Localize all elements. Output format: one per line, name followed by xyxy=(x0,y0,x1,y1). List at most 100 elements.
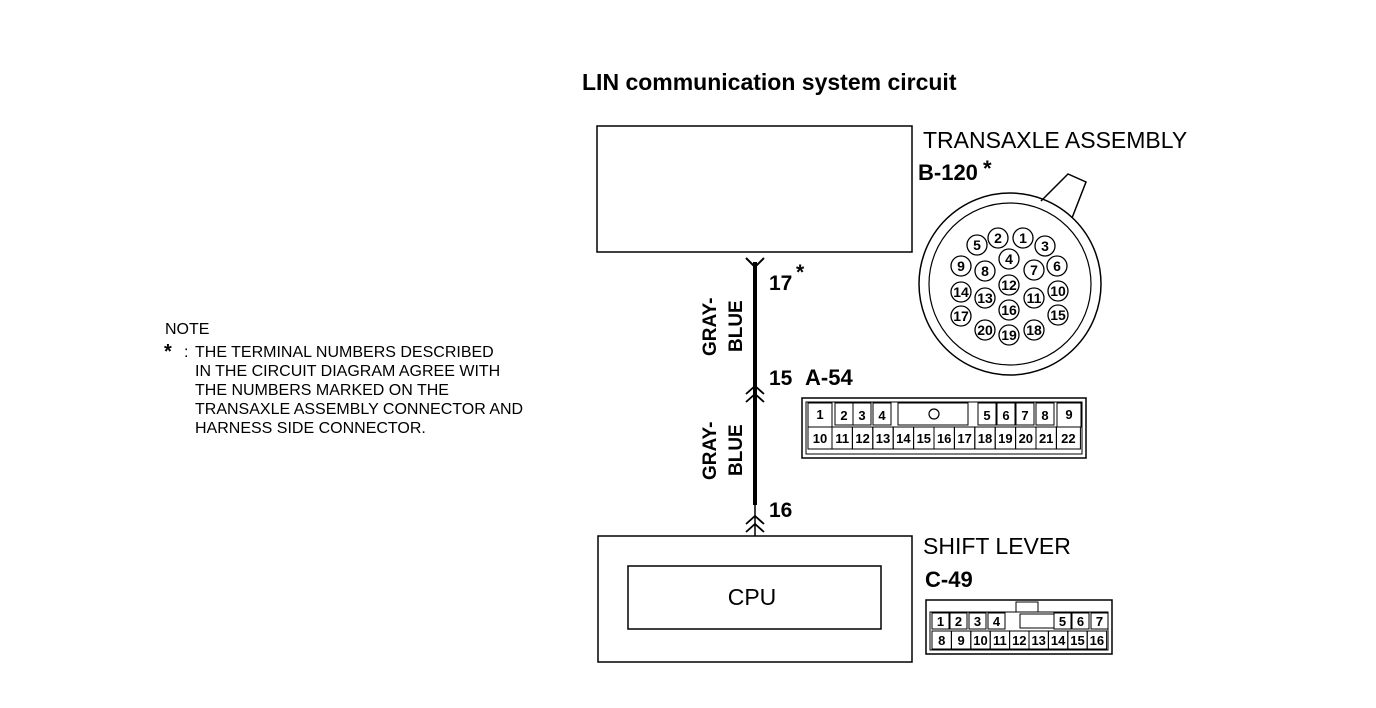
transaxle-assembly-label: TRANSAXLE ASSEMBLY xyxy=(923,127,1187,153)
c49-pin-cell xyxy=(1090,612,1109,630)
c49-pin-label: 11 xyxy=(993,633,1007,648)
upper-wire-color-line2: BLUE xyxy=(726,300,747,352)
junction-connector-id: A-54 xyxy=(805,365,853,390)
c49-key xyxy=(1019,613,1055,629)
c49-pin-cell xyxy=(949,612,968,630)
lower-wire-color-line1: GRAY- xyxy=(700,422,721,480)
b120-pin-label: 16 xyxy=(1001,302,1017,318)
a54-pin-label: 3 xyxy=(858,408,865,423)
b120-pin-label: 11 xyxy=(1027,290,1042,306)
b120-pin-label: 1 xyxy=(1019,230,1027,246)
b120-pin: 20 xyxy=(974,319,996,341)
c49-pin-cell xyxy=(1053,612,1072,630)
b120-pin: 14 xyxy=(950,281,972,303)
c49-pin-cell xyxy=(987,612,1006,630)
a54-pin-label: 14 xyxy=(896,431,911,446)
b120-pin: 16 xyxy=(998,299,1020,321)
c49-pin-label: 12 xyxy=(1012,633,1026,648)
a54-pin-label: 10 xyxy=(813,431,827,446)
c49-pin-label: 9 xyxy=(957,633,964,648)
note-line-1: THE TERMINAL NUMBERS DESCRIBED xyxy=(195,344,494,361)
c49-pin-label: 3 xyxy=(974,614,981,629)
shift-lever-terminal-symbol xyxy=(745,514,765,533)
b120-pin-label: 14 xyxy=(953,284,969,300)
a54-pin-label: 8 xyxy=(1041,408,1048,423)
c49-pin-label: 4 xyxy=(993,614,1001,629)
note-block: NOTE * : THE TERMINAL NUMBERS DESCRIBED … xyxy=(164,321,523,437)
a54-pin-label: 17 xyxy=(957,431,971,446)
b120-pin: 19 xyxy=(998,324,1020,346)
b120-pin-label: 18 xyxy=(1026,322,1042,338)
a54-pin-label: 16 xyxy=(937,431,951,446)
b120-pin: 9 xyxy=(950,255,972,277)
upper-wire-color: GRAY- BLUE xyxy=(700,298,747,356)
b120-pin: 15 xyxy=(1047,304,1069,326)
b120-pin: 8 xyxy=(974,260,996,282)
a54-pin-label: 21 xyxy=(1039,431,1053,446)
junction-a54-symbol xyxy=(745,384,765,403)
b120-pin-label: 2 xyxy=(994,230,1002,246)
b120-pin: 4 xyxy=(998,248,1020,270)
c49-pin-cell xyxy=(1086,630,1108,650)
a54-pin-cell xyxy=(1035,402,1055,426)
a54-pin-label: 13 xyxy=(876,431,890,446)
a54-pin-label: 19 xyxy=(998,431,1012,446)
diagram-title: LIN communication system circuit xyxy=(582,69,957,95)
transaxle-assembly-box xyxy=(596,125,913,253)
shift-lever-label: SHIFT LEVER xyxy=(923,533,1071,559)
b120-pin: 2 xyxy=(987,227,1009,249)
b120-pin-label: 13 xyxy=(977,290,993,306)
shift-lever-connector-id: C-49 xyxy=(925,567,973,592)
lower-wire-color-line2: BLUE xyxy=(726,424,747,476)
c49-pin-label: 13 xyxy=(1031,633,1045,648)
c49-pin-cell xyxy=(931,612,950,630)
c49-pin-label: 2 xyxy=(955,614,962,629)
c49-pin-label: 10 xyxy=(973,633,987,648)
b120-pin-label: 3 xyxy=(1041,238,1049,254)
c49-pin-cell xyxy=(1071,612,1090,630)
transaxle-connector-asterisk: * xyxy=(983,156,992,181)
transaxle-terminal-asterisk: * xyxy=(796,261,805,284)
c49-pin-label: 8 xyxy=(938,633,945,648)
b120-pin: 17 xyxy=(950,305,972,327)
a54-pin-label: 7 xyxy=(1021,408,1028,423)
cpu-box xyxy=(627,565,882,630)
a54-pin-label: 11 xyxy=(835,431,849,446)
a54-pin-label: 12 xyxy=(855,431,869,446)
b120-pin: 13 xyxy=(974,287,996,309)
b120-pin-label: 19 xyxy=(1001,327,1017,343)
b120-pin: 18 xyxy=(1023,319,1045,341)
a54-pin-cell xyxy=(1015,402,1035,426)
note-heading: NOTE xyxy=(165,321,209,338)
a54-pin-label: 4 xyxy=(878,408,886,423)
a54-pin-label: 2 xyxy=(840,408,847,423)
a54-pin-cell xyxy=(872,402,892,426)
b120-pin: 7 xyxy=(1023,259,1045,281)
b120-pin-label: 20 xyxy=(977,322,993,338)
junction-terminal-in: 15 xyxy=(769,367,793,390)
a54-pin-label: 20 xyxy=(1019,431,1033,446)
shift-lever-box xyxy=(597,535,913,663)
b120-pin-label: 7 xyxy=(1030,262,1038,278)
a54-pin-cell xyxy=(1055,426,1081,450)
b120-pin-label: 15 xyxy=(1050,307,1066,323)
b120-pin-label: 5 xyxy=(973,237,981,253)
c49-pin-label: 6 xyxy=(1077,614,1084,629)
b120-pin: 11 xyxy=(1023,287,1045,309)
a54-key-hole xyxy=(928,408,940,420)
b120-pin: 5 xyxy=(966,234,988,256)
b120-pin: 3 xyxy=(1034,235,1056,257)
c49-pin-label: 14 xyxy=(1051,633,1066,648)
b120-pin-label: 10 xyxy=(1050,283,1066,299)
note-colon: : xyxy=(184,344,188,361)
c49-latch xyxy=(1015,601,1039,613)
a54-pin-label: 1 xyxy=(816,407,823,422)
b120-pin: 6 xyxy=(1046,255,1068,277)
cpu-label: CPU xyxy=(728,584,777,610)
upper-wire-color-line1: GRAY- xyxy=(700,298,721,356)
transaxle-connector-id: B-120 xyxy=(918,160,978,185)
b120-pin-label: 9 xyxy=(957,258,965,274)
